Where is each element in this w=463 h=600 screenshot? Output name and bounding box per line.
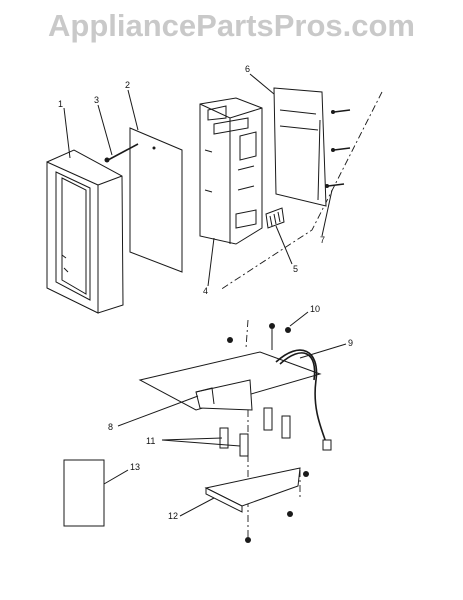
part-mounting-plate [138,351,322,411]
part-screws-10 [227,323,291,350]
callout-13: 13 [130,462,140,472]
callout-9: 9 [348,338,353,348]
callout-10: 10 [310,304,320,314]
part-bracket [204,467,309,543]
part-standoffs [219,407,291,457]
alignment-line-upper [219,91,383,291]
callout-5: 5 [293,264,298,274]
part-label-card [63,459,105,527]
part-screws-7 [325,109,351,188]
callout-4: 4 [203,286,208,296]
watermark-logo: AppliancePartsPros.com [48,8,415,43]
callout-11: 11 [146,436,155,446]
callout-1: 1 [58,99,63,109]
alignment-line-screw-1 [245,319,249,349]
part-wire-harness [275,349,332,451]
callout-7: 7 [320,235,325,245]
part-circuit-board [273,87,327,207]
callout-12: 12 [168,511,178,521]
callout-3: 3 [94,95,99,105]
part-door-frame [46,149,124,314]
part-panel-sheet [129,127,183,273]
callout-2: 2 [125,80,130,90]
callout-6: 6 [245,64,250,74]
part-connector-5 [265,207,285,229]
callout-8: 8 [108,422,113,432]
part-control-housing [199,97,263,245]
part-screw-3 [104,143,139,163]
leader-lines [63,73,347,517]
